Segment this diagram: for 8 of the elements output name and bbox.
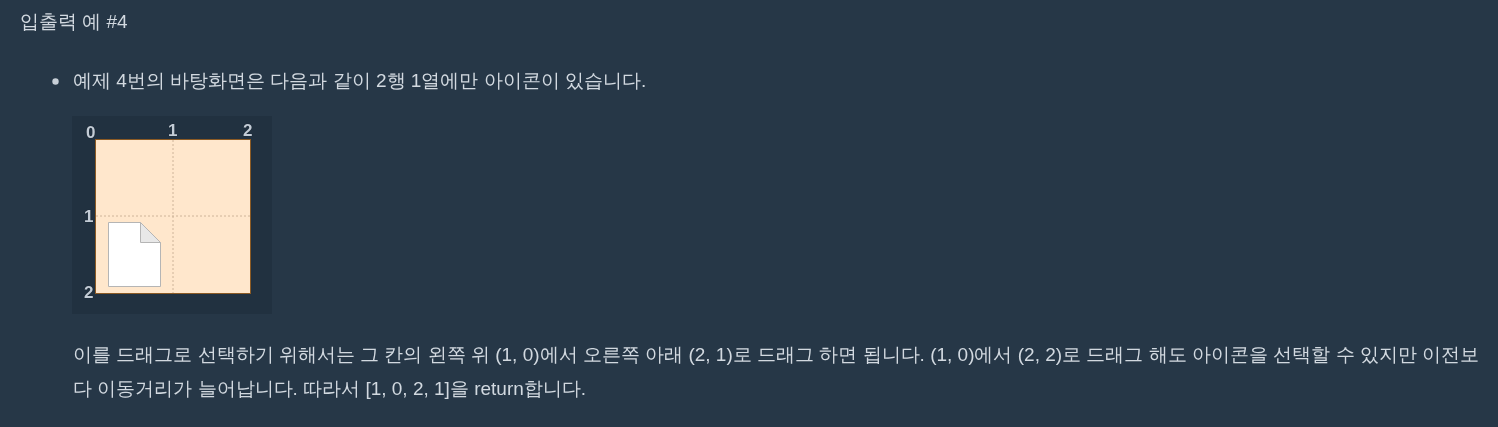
coordinate-label: 1 [168, 122, 178, 140]
paragraph: 이를 드래그로 선택하기 위해서는 그 칸의 왼쪽 위 (1, 0)에서 오른쪽 아래 (2, 1)로 드래그 하면 됩니다. (1, 0)에서 (2, 2)로 드래그 해도 아이콘을 선택할 수 있지만 이전보다 이동거리가 늘어납니다. 따라서 [1, 0, 2, 1]을 return합니다. [73, 343, 1481, 401]
bullet-text: 예제 4번의 바탕화면은 다음과 같이 2행 1열에만 아이콘이 있습니다. [73, 69, 647, 93]
coordinate-label: 0 [86, 124, 96, 142]
heading: 입출력 예 #4 [20, 10, 128, 34]
coordinate-label: 2 [243, 122, 253, 140]
coordinate-label: 2 [84, 284, 94, 302]
coordinate-label: 1 [84, 208, 94, 226]
